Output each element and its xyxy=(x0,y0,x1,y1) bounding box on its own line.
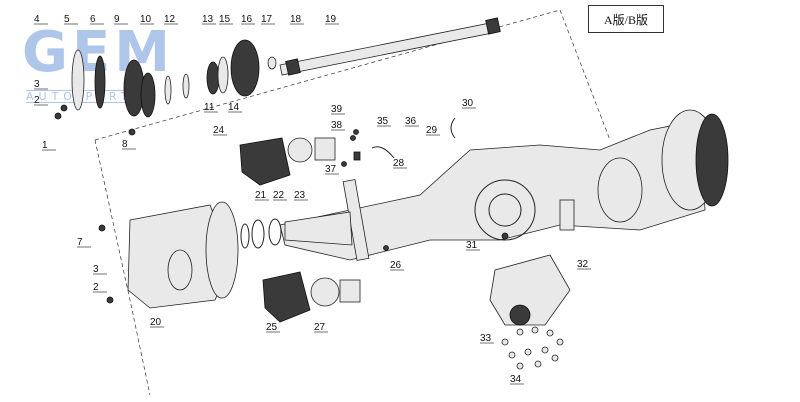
callout-16: 16 xyxy=(241,14,253,25)
assembly-guide-right xyxy=(559,9,611,141)
callout-24: 24 xyxy=(213,125,225,136)
callout-30: 30 xyxy=(462,98,474,109)
axle-housing xyxy=(279,109,729,261)
small-fittings xyxy=(98,117,509,304)
callout-4: 4 xyxy=(34,14,40,25)
callout-9: 9 xyxy=(114,14,120,25)
callout-32: 32 xyxy=(577,259,589,270)
callout-1: 1 xyxy=(42,140,48,151)
callout-6: 6 xyxy=(90,14,96,25)
bolt-set xyxy=(501,326,564,370)
version-label: A版/B版 xyxy=(588,5,664,33)
hub-reduction-gears xyxy=(71,39,277,118)
callout-10: 10 xyxy=(140,14,152,25)
spindle xyxy=(284,211,353,246)
callout-36: 36 xyxy=(405,116,417,127)
callout-7: 7 xyxy=(77,237,83,248)
callout-25: 25 xyxy=(266,322,278,333)
callout-2: 2 xyxy=(34,95,40,106)
brake-caliper-lower xyxy=(262,271,361,323)
fasteners-left xyxy=(54,104,136,136)
callout-20: 20 xyxy=(150,317,162,328)
brake-caliper-upper xyxy=(239,137,336,186)
assembly-guide-left xyxy=(94,139,151,396)
callout-18: 18 xyxy=(290,14,302,25)
callout-14: 14 xyxy=(228,102,240,113)
callout-12: 12 xyxy=(164,14,176,25)
callout-3: 3 xyxy=(34,79,40,90)
callout-2: 2 xyxy=(93,282,99,293)
callout-31: 31 xyxy=(466,240,478,251)
callout-29: 29 xyxy=(426,125,438,136)
callout-26: 26 xyxy=(390,260,402,271)
callout-39: 39 xyxy=(331,104,343,115)
hub-assembly xyxy=(127,201,282,309)
callout-11: 11 xyxy=(204,102,215,113)
half-shaft xyxy=(279,17,501,76)
callout-37: 37 xyxy=(325,164,337,175)
callout-21: 21 xyxy=(255,190,267,201)
callout-35: 35 xyxy=(377,116,389,127)
callout-15: 15 xyxy=(219,14,231,25)
callout-38: 38 xyxy=(331,120,343,131)
callout-27: 27 xyxy=(314,322,326,333)
callout-28: 28 xyxy=(393,158,405,169)
callout-34: 34 xyxy=(510,374,522,385)
callout-13: 13 xyxy=(202,14,214,25)
callout-17: 17 xyxy=(261,14,273,25)
callout-3: 3 xyxy=(93,264,99,275)
callout-23: 23 xyxy=(294,190,306,201)
callout-19: 19 xyxy=(325,14,337,25)
callout-8: 8 xyxy=(122,139,128,150)
callout-22: 22 xyxy=(273,190,285,201)
callout-33: 33 xyxy=(480,333,492,344)
differential xyxy=(489,254,571,326)
callout-5: 5 xyxy=(64,14,70,25)
